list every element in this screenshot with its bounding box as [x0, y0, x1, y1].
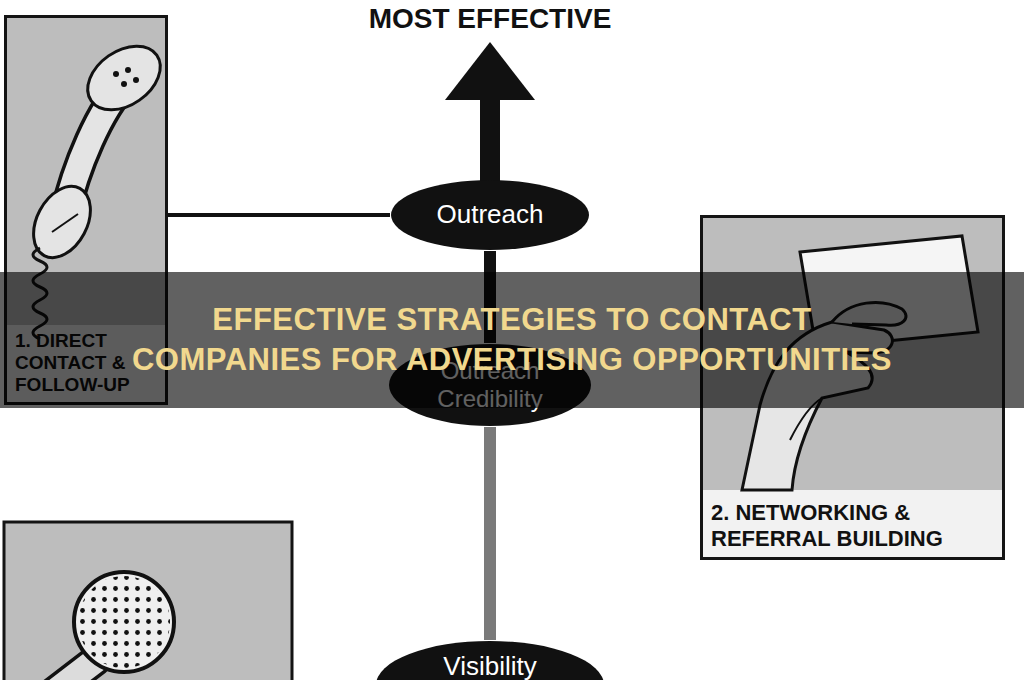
- arrow-head: [445, 42, 535, 100]
- panel-fill: [4, 522, 292, 680]
- mouthpiece-line: [52, 214, 78, 232]
- mic-handle-outline: [36, 660, 96, 680]
- connector: [484, 427, 496, 640]
- ellipse-label: Visibility: [443, 652, 536, 680]
- title: EFFECTIVE STRATEGIES TO CONTACT COMPANIE…: [122, 300, 902, 379]
- ellipse-fill: [376, 641, 604, 680]
- mic-head: [74, 572, 174, 672]
- arrow-shaft: [480, 98, 500, 182]
- earpiece-hole: [113, 71, 119, 77]
- ellipse-label: Outreach: [437, 200, 544, 230]
- mic-grille: [78, 576, 170, 668]
- label-strip: [700, 490, 1005, 560]
- title-banner: EFFECTIVE STRATEGIES TO CONTACT COMPANIE…: [0, 272, 1024, 408]
- title-holder: EFFECTIVE STRATEGIES TO CONTACT COMPANIE…: [122, 300, 902, 379]
- microphone-illustration: [36, 572, 174, 680]
- scale-label: MOST EFFECTIVE: [290, 3, 690, 35]
- mic-handle: [36, 660, 96, 680]
- effectiveness-arrow: [445, 42, 535, 182]
- earpiece-hole: [125, 67, 131, 73]
- outcome-ellipse: Outreach: [390, 179, 590, 251]
- outcome-ellipse: Visibility: [375, 640, 605, 680]
- ellipse-fill: [391, 180, 589, 250]
- connector: [168, 213, 390, 217]
- earpiece-hole: [133, 77, 139, 83]
- earpiece: [76, 33, 173, 123]
- earpiece-hole: [121, 81, 127, 87]
- strategy-label: 2. NETWORKING & REFERRAL BUILDING: [703, 496, 1002, 557]
